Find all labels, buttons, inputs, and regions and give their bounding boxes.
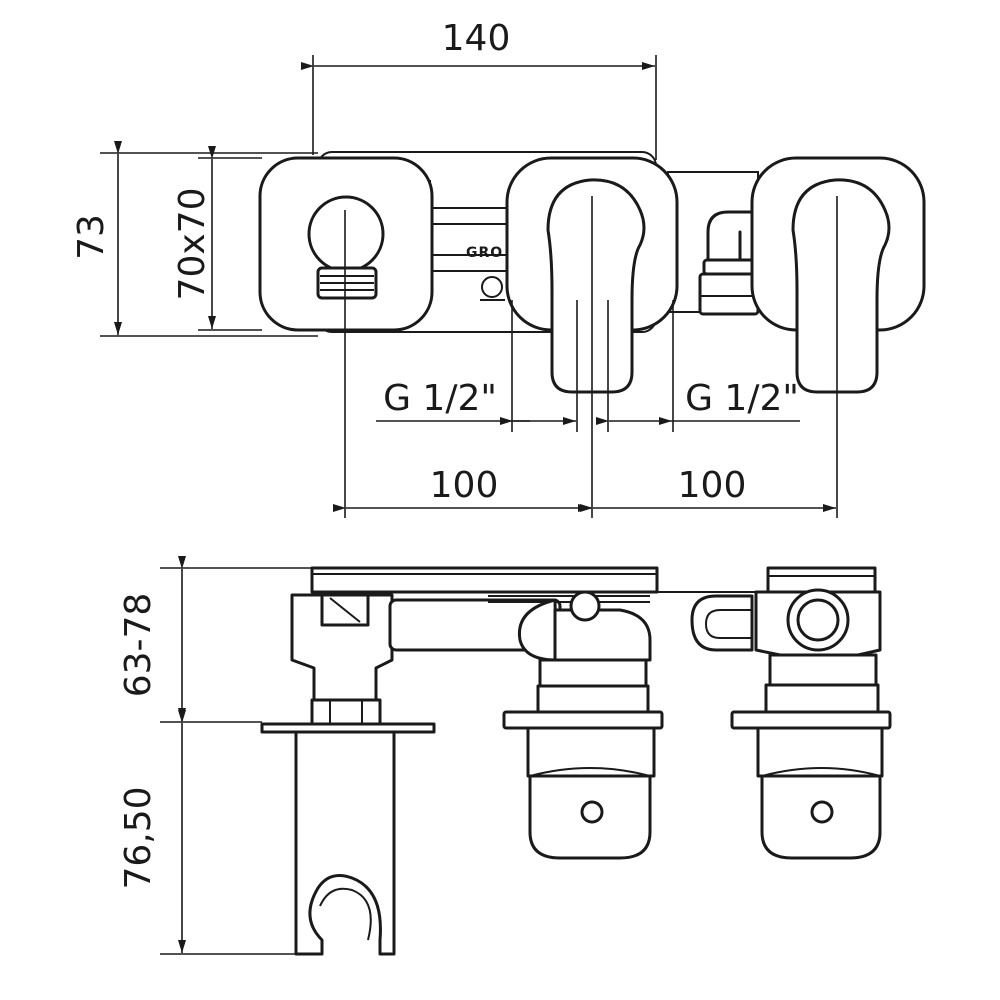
dim-plate-label: 70x70	[172, 188, 213, 301]
dim-spacing-right-label: 100	[678, 465, 747, 506]
dimension-plate: 70x70	[172, 146, 262, 331]
dim-holder-label: 76,50	[118, 786, 159, 889]
dim-thread-right-label: G 1/2"	[685, 378, 799, 419]
dimension-thread-left: G 1/2"	[376, 378, 576, 425]
lever-handle-center	[546, 178, 646, 394]
dimension-holder: 76,50	[118, 710, 300, 955]
dim-width-label: 140	[442, 18, 511, 59]
dimension-depth: 63-78	[118, 556, 186, 721]
dimension-spacing: 100 100	[333, 465, 836, 512]
dimension-thread-right: G 1/2"	[596, 378, 800, 425]
side-view	[160, 566, 892, 956]
front-view: GRO	[258, 151, 926, 518]
brand-mark: GRO	[466, 245, 503, 261]
dim-depth-label: 63-78	[118, 593, 159, 698]
dimension-width: 140	[301, 18, 657, 160]
shower-holder	[294, 730, 396, 956]
dim-spacing-left-label: 100	[430, 465, 499, 506]
lever-handle-right	[791, 178, 891, 394]
hose-outlet-icon	[307, 195, 385, 273]
dim-thread-left-label: G 1/2"	[383, 378, 497, 419]
dim-height-label: 73	[71, 214, 112, 260]
